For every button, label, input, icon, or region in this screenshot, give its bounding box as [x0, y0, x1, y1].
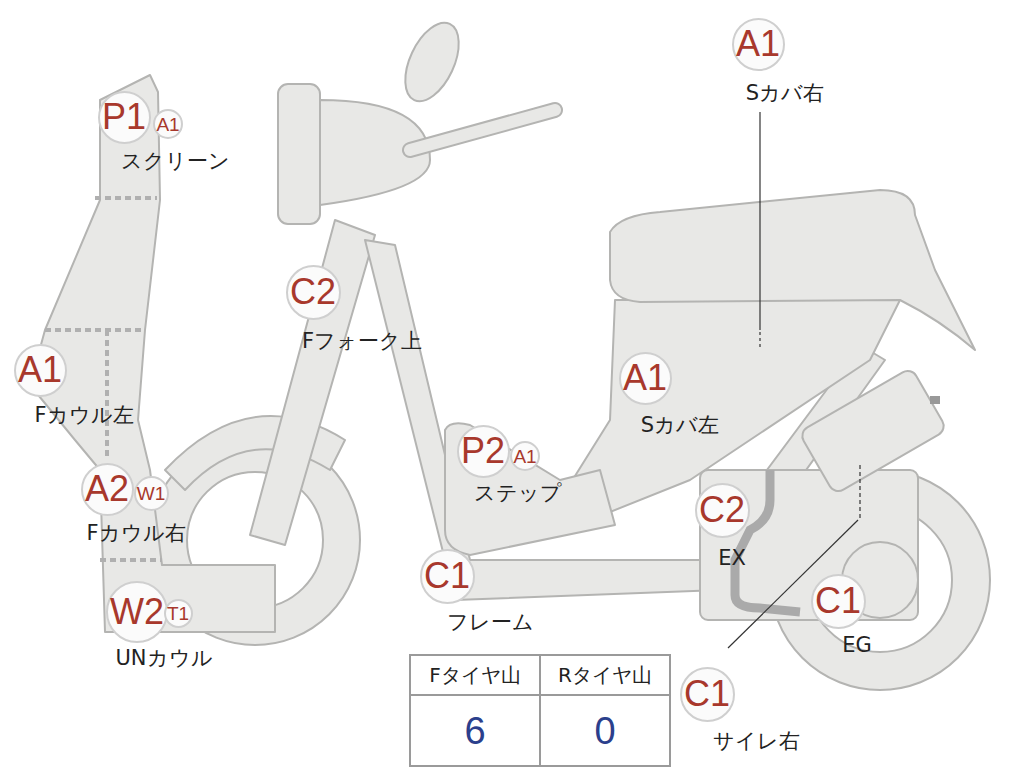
seat: [610, 190, 975, 350]
circle-shape: [620, 353, 671, 404]
part-name: EX: [718, 547, 746, 570]
part-name: ステップ: [474, 482, 562, 505]
part-name: UNカウル: [115, 647, 212, 670]
damage-code-circle: A2: [81, 463, 134, 516]
damage-code-circle: C1: [811, 574, 866, 629]
part-name: サイレ右: [713, 730, 800, 753]
damage-code: C2: [290, 274, 336, 310]
damage-code: P1: [102, 99, 146, 135]
damage-code: W1: [137, 484, 166, 503]
handlebar-fill: [410, 110, 555, 150]
damage-code-circle: A1: [14, 344, 67, 397]
step-floor: [445, 423, 615, 555]
table-header: Fタイヤ山: [429, 665, 521, 685]
leader-line: [759, 112, 760, 330]
damage-code: W2: [110, 594, 164, 630]
circle-shape: [82, 464, 133, 515]
circle-shape: [812, 575, 865, 628]
muffler-tip: [930, 396, 940, 404]
part-name: Sカバ左: [641, 414, 719, 437]
part-name: EG: [842, 634, 872, 657]
damage-code-circle: W1: [134, 476, 169, 511]
section-line: [45, 328, 142, 332]
part-name: Sカバ右: [746, 82, 824, 105]
circle-shape: [696, 484, 749, 537]
circle-shape: [287, 266, 340, 319]
part-name: Fカウル右: [86, 522, 185, 545]
muffler: [799, 367, 948, 494]
damage-code: A1: [513, 447, 536, 466]
part-name: スクリーン: [121, 150, 230, 173]
table-rule: [539, 655, 541, 766]
damage-code-circle: A1: [732, 18, 785, 71]
front-fork: [250, 220, 375, 545]
damage-code-circle: A1: [619, 352, 672, 405]
circle-shape: [15, 345, 66, 396]
damage-code: C1: [424, 558, 470, 594]
damage-code: A1: [156, 115, 179, 134]
damage-code-circle: P1: [98, 91, 151, 144]
damage-code: A1: [736, 26, 780, 62]
circle-shape: [165, 600, 192, 627]
tire-table: [410, 655, 670, 766]
table-header: Rタイヤ山: [558, 665, 652, 685]
damage-code-circle: C2: [695, 483, 750, 538]
mirror: [394, 15, 469, 110]
circle-shape: [458, 426, 509, 477]
circle-shape: [154, 110, 182, 138]
damage-code: C1: [815, 583, 861, 619]
damage-code-circle: C1: [420, 549, 475, 604]
damage-code: A2: [85, 471, 129, 507]
damage-code-circle: A1: [153, 109, 183, 139]
damage-code-circle: W2: [106, 581, 168, 643]
table-value: 0: [594, 712, 615, 750]
circle-shape: [135, 477, 168, 510]
section-line: [105, 330, 109, 460]
circle-shape: [421, 550, 474, 603]
part-name: Fフォーク上: [302, 330, 422, 353]
circle-shape: [107, 582, 167, 642]
damage-code: C2: [699, 492, 745, 528]
part-name: Fカウル左: [34, 404, 133, 427]
leader-line: [759, 332, 760, 348]
damage-code: C1: [684, 676, 730, 712]
damage-code-circle: C2: [286, 265, 341, 320]
damage-code-circle: T1: [164, 599, 193, 628]
circle-shape: [733, 19, 784, 70]
circle-shape: [99, 92, 150, 143]
front-cowl: [30, 75, 275, 632]
handlebar: [410, 110, 555, 150]
table-value: 6: [464, 712, 485, 750]
circle-shape: [511, 442, 539, 470]
leader-line: [859, 465, 860, 518]
circle-shape: [681, 668, 734, 721]
damage-code: A1: [623, 360, 667, 396]
damage-code: T1: [167, 604, 189, 623]
part-name: フレーム: [447, 611, 534, 634]
headlight: [278, 84, 320, 224]
damage-code-circle: A1: [510, 441, 540, 471]
section-line: [95, 196, 157, 200]
section-line: [100, 558, 162, 562]
damage-code-circle: P2: [457, 425, 510, 478]
damage-code: P2: [461, 433, 505, 469]
damage-code-circle: C1: [680, 667, 735, 722]
damage-code: A1: [18, 352, 62, 388]
